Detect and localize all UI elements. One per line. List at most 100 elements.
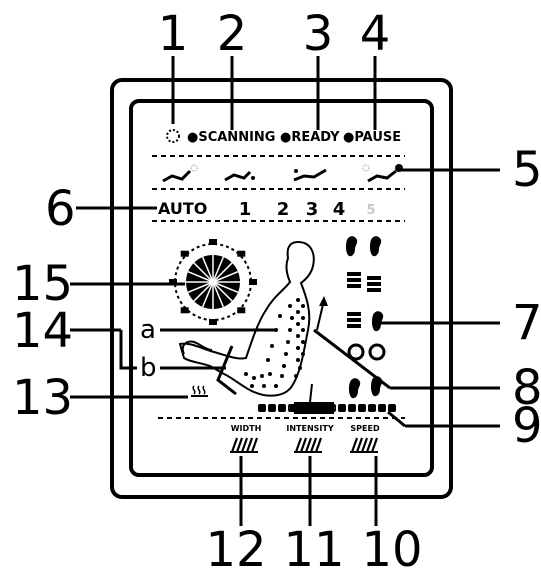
callout-5: 5 bbox=[512, 142, 541, 198]
level-bar bbox=[250, 437, 259, 453]
roller-segment bbox=[358, 404, 366, 412]
callout-14: 14 bbox=[12, 303, 73, 359]
recline-icon-2 bbox=[224, 170, 255, 182]
acupoint-dot bbox=[286, 340, 290, 344]
recline-icon-3 bbox=[293, 168, 327, 182]
level-bar bbox=[360, 437, 369, 453]
up-arrowhead bbox=[319, 296, 328, 306]
wheel-spoke bbox=[201, 281, 214, 308]
level-bar bbox=[309, 437, 318, 453]
callout-2: 2 bbox=[217, 6, 248, 62]
roller-segment bbox=[348, 404, 356, 412]
status-ready: ●READY bbox=[280, 130, 340, 145]
body-figure bbox=[178, 240, 315, 397]
callout-4: 4 bbox=[360, 6, 391, 62]
roller-segment bbox=[268, 404, 276, 412]
level-bar bbox=[245, 437, 254, 453]
wheel-spoke bbox=[201, 256, 214, 283]
acupoint-dot bbox=[280, 374, 284, 378]
wheel-spoke bbox=[187, 270, 214, 283]
callout-9: 9 bbox=[512, 398, 541, 454]
acupoint-dot bbox=[244, 372, 248, 376]
wheel-spoke bbox=[193, 281, 214, 302]
wheel-spoke bbox=[187, 281, 214, 294]
speed-label: SPEED bbox=[350, 424, 380, 433]
callout-13: 13 bbox=[12, 370, 73, 426]
roller-segment-center bbox=[294, 402, 334, 414]
wheel-segment bbox=[180, 307, 189, 314]
callout-12: 12 bbox=[205, 522, 266, 572]
callout-10: 10 bbox=[361, 522, 422, 572]
roller-segment bbox=[378, 404, 386, 412]
acupoint-dot bbox=[301, 328, 305, 332]
level-bar bbox=[314, 437, 323, 453]
wheel-segment bbox=[249, 279, 257, 285]
intensity-label: INTENSITY bbox=[286, 424, 333, 433]
acupoint-dot bbox=[252, 376, 256, 380]
leader-14-bracket bbox=[119, 330, 137, 370]
program-2: 2 bbox=[277, 199, 290, 220]
auto-label: AUTO bbox=[158, 199, 207, 218]
program-3: 3 bbox=[306, 199, 319, 220]
wheel-segment bbox=[180, 250, 189, 257]
level-bar bbox=[240, 437, 249, 453]
acupoint-dot bbox=[296, 298, 300, 302]
acupoint-dot bbox=[296, 334, 300, 338]
recline-icon-4 bbox=[362, 164, 403, 183]
outer-frame bbox=[110, 78, 453, 499]
acupoint-dot bbox=[288, 328, 292, 332]
roller-segment bbox=[258, 404, 266, 412]
acupoint-dot bbox=[262, 384, 266, 388]
wheel-spoke bbox=[193, 262, 214, 283]
wheel-spoke bbox=[212, 281, 225, 308]
callout-15: 15 bbox=[12, 256, 73, 312]
program-5: 5 bbox=[366, 203, 375, 218]
wheel-spoke bbox=[212, 262, 233, 283]
inner-frame bbox=[129, 99, 434, 477]
callout-6: 6 bbox=[45, 181, 76, 237]
roller-segment bbox=[388, 404, 396, 412]
wheel-segment bbox=[237, 250, 246, 257]
leader-9-diag bbox=[387, 410, 406, 428]
intensity-level-bars bbox=[294, 437, 323, 453]
acupoint-dot bbox=[260, 374, 264, 378]
down-arrow bbox=[309, 383, 313, 403]
level-bar bbox=[294, 437, 303, 453]
roller-segment bbox=[278, 404, 286, 412]
callout-11: 11 bbox=[283, 522, 344, 572]
status-scanning: ●SCANNING bbox=[187, 130, 275, 145]
callout-3: 3 bbox=[303, 6, 334, 62]
acupoint-dot bbox=[288, 304, 292, 308]
program-1: 1 bbox=[239, 199, 252, 220]
right-icon-stack bbox=[345, 236, 386, 399]
acupoint-dot bbox=[284, 352, 288, 356]
wheel-spoke bbox=[212, 270, 239, 283]
wheel-spoke bbox=[212, 256, 225, 283]
acupoint-dot bbox=[250, 384, 254, 388]
callout-8: 8 bbox=[512, 360, 541, 416]
callout-1: 1 bbox=[158, 6, 189, 62]
acupoint-dot bbox=[282, 364, 286, 368]
acupoint-dot bbox=[270, 344, 274, 348]
speed-level-bars bbox=[350, 437, 379, 453]
level-bar bbox=[350, 437, 359, 453]
roller-segment bbox=[338, 404, 346, 412]
acupoint-dot bbox=[290, 316, 294, 320]
wheel-spoke bbox=[212, 281, 239, 294]
massage-wheel bbox=[169, 239, 257, 325]
recline-icon-1 bbox=[162, 164, 198, 183]
acupoint-dot bbox=[301, 352, 305, 356]
acupoint-dot bbox=[301, 340, 305, 344]
label-b: b bbox=[140, 353, 157, 383]
program-4: 4 bbox=[333, 199, 346, 220]
acupoint-dot bbox=[296, 310, 300, 314]
acupoint-dot bbox=[266, 358, 270, 362]
acupoint-dot bbox=[268, 372, 272, 376]
roller-segment bbox=[368, 404, 376, 412]
acupoint-dot bbox=[278, 314, 282, 318]
acupoint-dot bbox=[274, 384, 278, 388]
wheel-segment bbox=[209, 239, 217, 245]
acupoint-dot bbox=[301, 304, 305, 308]
label-a: a bbox=[140, 315, 156, 345]
